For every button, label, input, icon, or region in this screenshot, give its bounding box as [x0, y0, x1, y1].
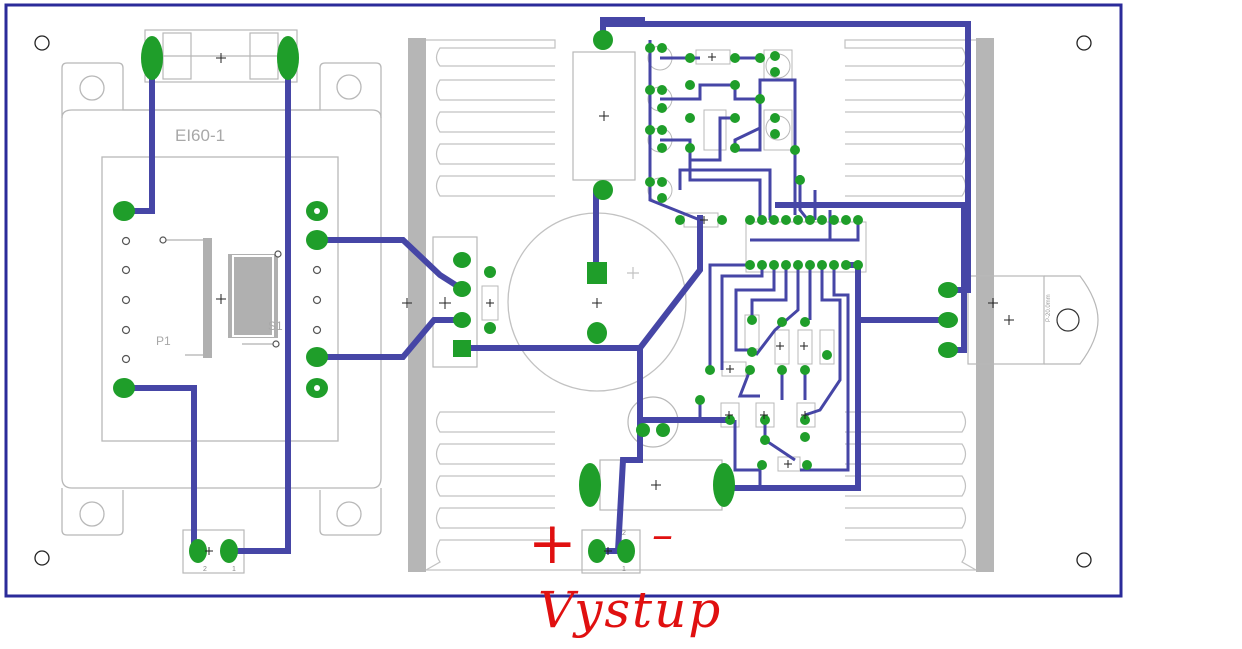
copper-traces [124, 17, 971, 554]
mounting-holes [34, 35, 1092, 568]
output-connector-pin2-label: 2 [622, 530, 626, 537]
component-box-top [572, 51, 636, 181]
annotation-minus-sign: – [652, 510, 673, 559]
regulator-label: P-20.0mm [1046, 294, 1052, 322]
pad-drill-holes [314, 208, 320, 391]
regulator-outline [967, 275, 1099, 365]
solder-pads [113, 30, 958, 563]
annotation-plus-sign: + [528, 509, 577, 577]
primary-label: P1 [156, 334, 171, 348]
output-connector-pin1-label: 1 [622, 566, 626, 573]
transformer-label: EI60-1 [175, 126, 225, 145]
thin-signal-traces [648, 40, 860, 488]
component-origin-markers [205, 53, 1014, 555]
output-connector-outline [581, 529, 641, 574]
transformer-outline [61, 62, 382, 536]
bridge-rectifier-outline [432, 236, 478, 368]
transformer-bobbin [162, 238, 279, 358]
board-frame [4, 3, 1123, 598]
secondary-label: S1 [268, 319, 283, 333]
annotation-output-caption: Vystup [538, 581, 723, 639]
input-connector-pin1-label: 1 [232, 566, 236, 573]
input-connector-pin2-label: 2 [203, 566, 207, 573]
capacitor-plus-marker [627, 267, 639, 279]
transformer-pin-holes [121, 236, 322, 364]
